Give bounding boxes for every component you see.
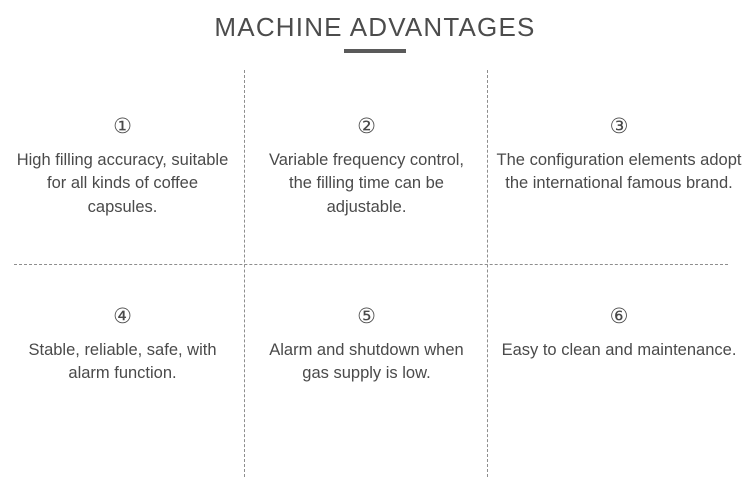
advantages-row-bottom: ④ Stable, reliable, safe, with alarm fun…: [0, 264, 750, 477]
advantage-text-6: Easy to clean and maintenance.: [501, 341, 737, 359]
advantage-cell-6: ⑥ Easy to clean and maintenance.: [488, 264, 750, 477]
advantage-text-4: Stable, reliable, safe, with alarm funct…: [28, 341, 217, 383]
advantages-row-top: ① High filling accuracy, suitable for al…: [0, 70, 750, 264]
advantage-text-3: The configuration elements adopt the int…: [496, 151, 742, 193]
advantage-number-5: ⑤: [357, 304, 376, 328]
advantages-grid: ① High filling accuracy, suitable for al…: [0, 70, 750, 477]
advantage-cell-1: ① High filling accuracy, suitable for al…: [0, 70, 245, 264]
advantage-cell-3: ③ The configuration elements adopt the i…: [488, 70, 750, 264]
advantage-cell-5: ⑤ Alarm and shutdown when gas supply is …: [245, 264, 488, 477]
advantage-text-1: High filling accuracy, suitable for all …: [16, 151, 229, 216]
vertical-divider-left: [244, 70, 245, 477]
advantage-cell-4: ④ Stable, reliable, safe, with alarm fun…: [0, 264, 245, 477]
advantage-number-3: ③: [609, 114, 629, 138]
advantage-number-2: ②: [357, 114, 376, 138]
advantage-number-1: ①: [113, 114, 132, 138]
advantage-text-5: Alarm and shutdown when gas supply is lo…: [269, 341, 464, 383]
horizontal-divider: [14, 264, 728, 265]
advantage-number-6: ⑥: [609, 304, 629, 328]
vertical-divider-right: [487, 70, 488, 477]
title-block: MACHINE ADVANTAGES: [0, 0, 750, 70]
advantage-text-2: Variable frequency control, the filling …: [268, 151, 465, 216]
advantage-number-4: ④: [113, 304, 132, 328]
advantage-cell-2: ② Variable frequency control, the fillin…: [245, 70, 488, 264]
page-title: MACHINE ADVANTAGES: [214, 12, 536, 42]
title-accent-bar: [344, 49, 406, 54]
